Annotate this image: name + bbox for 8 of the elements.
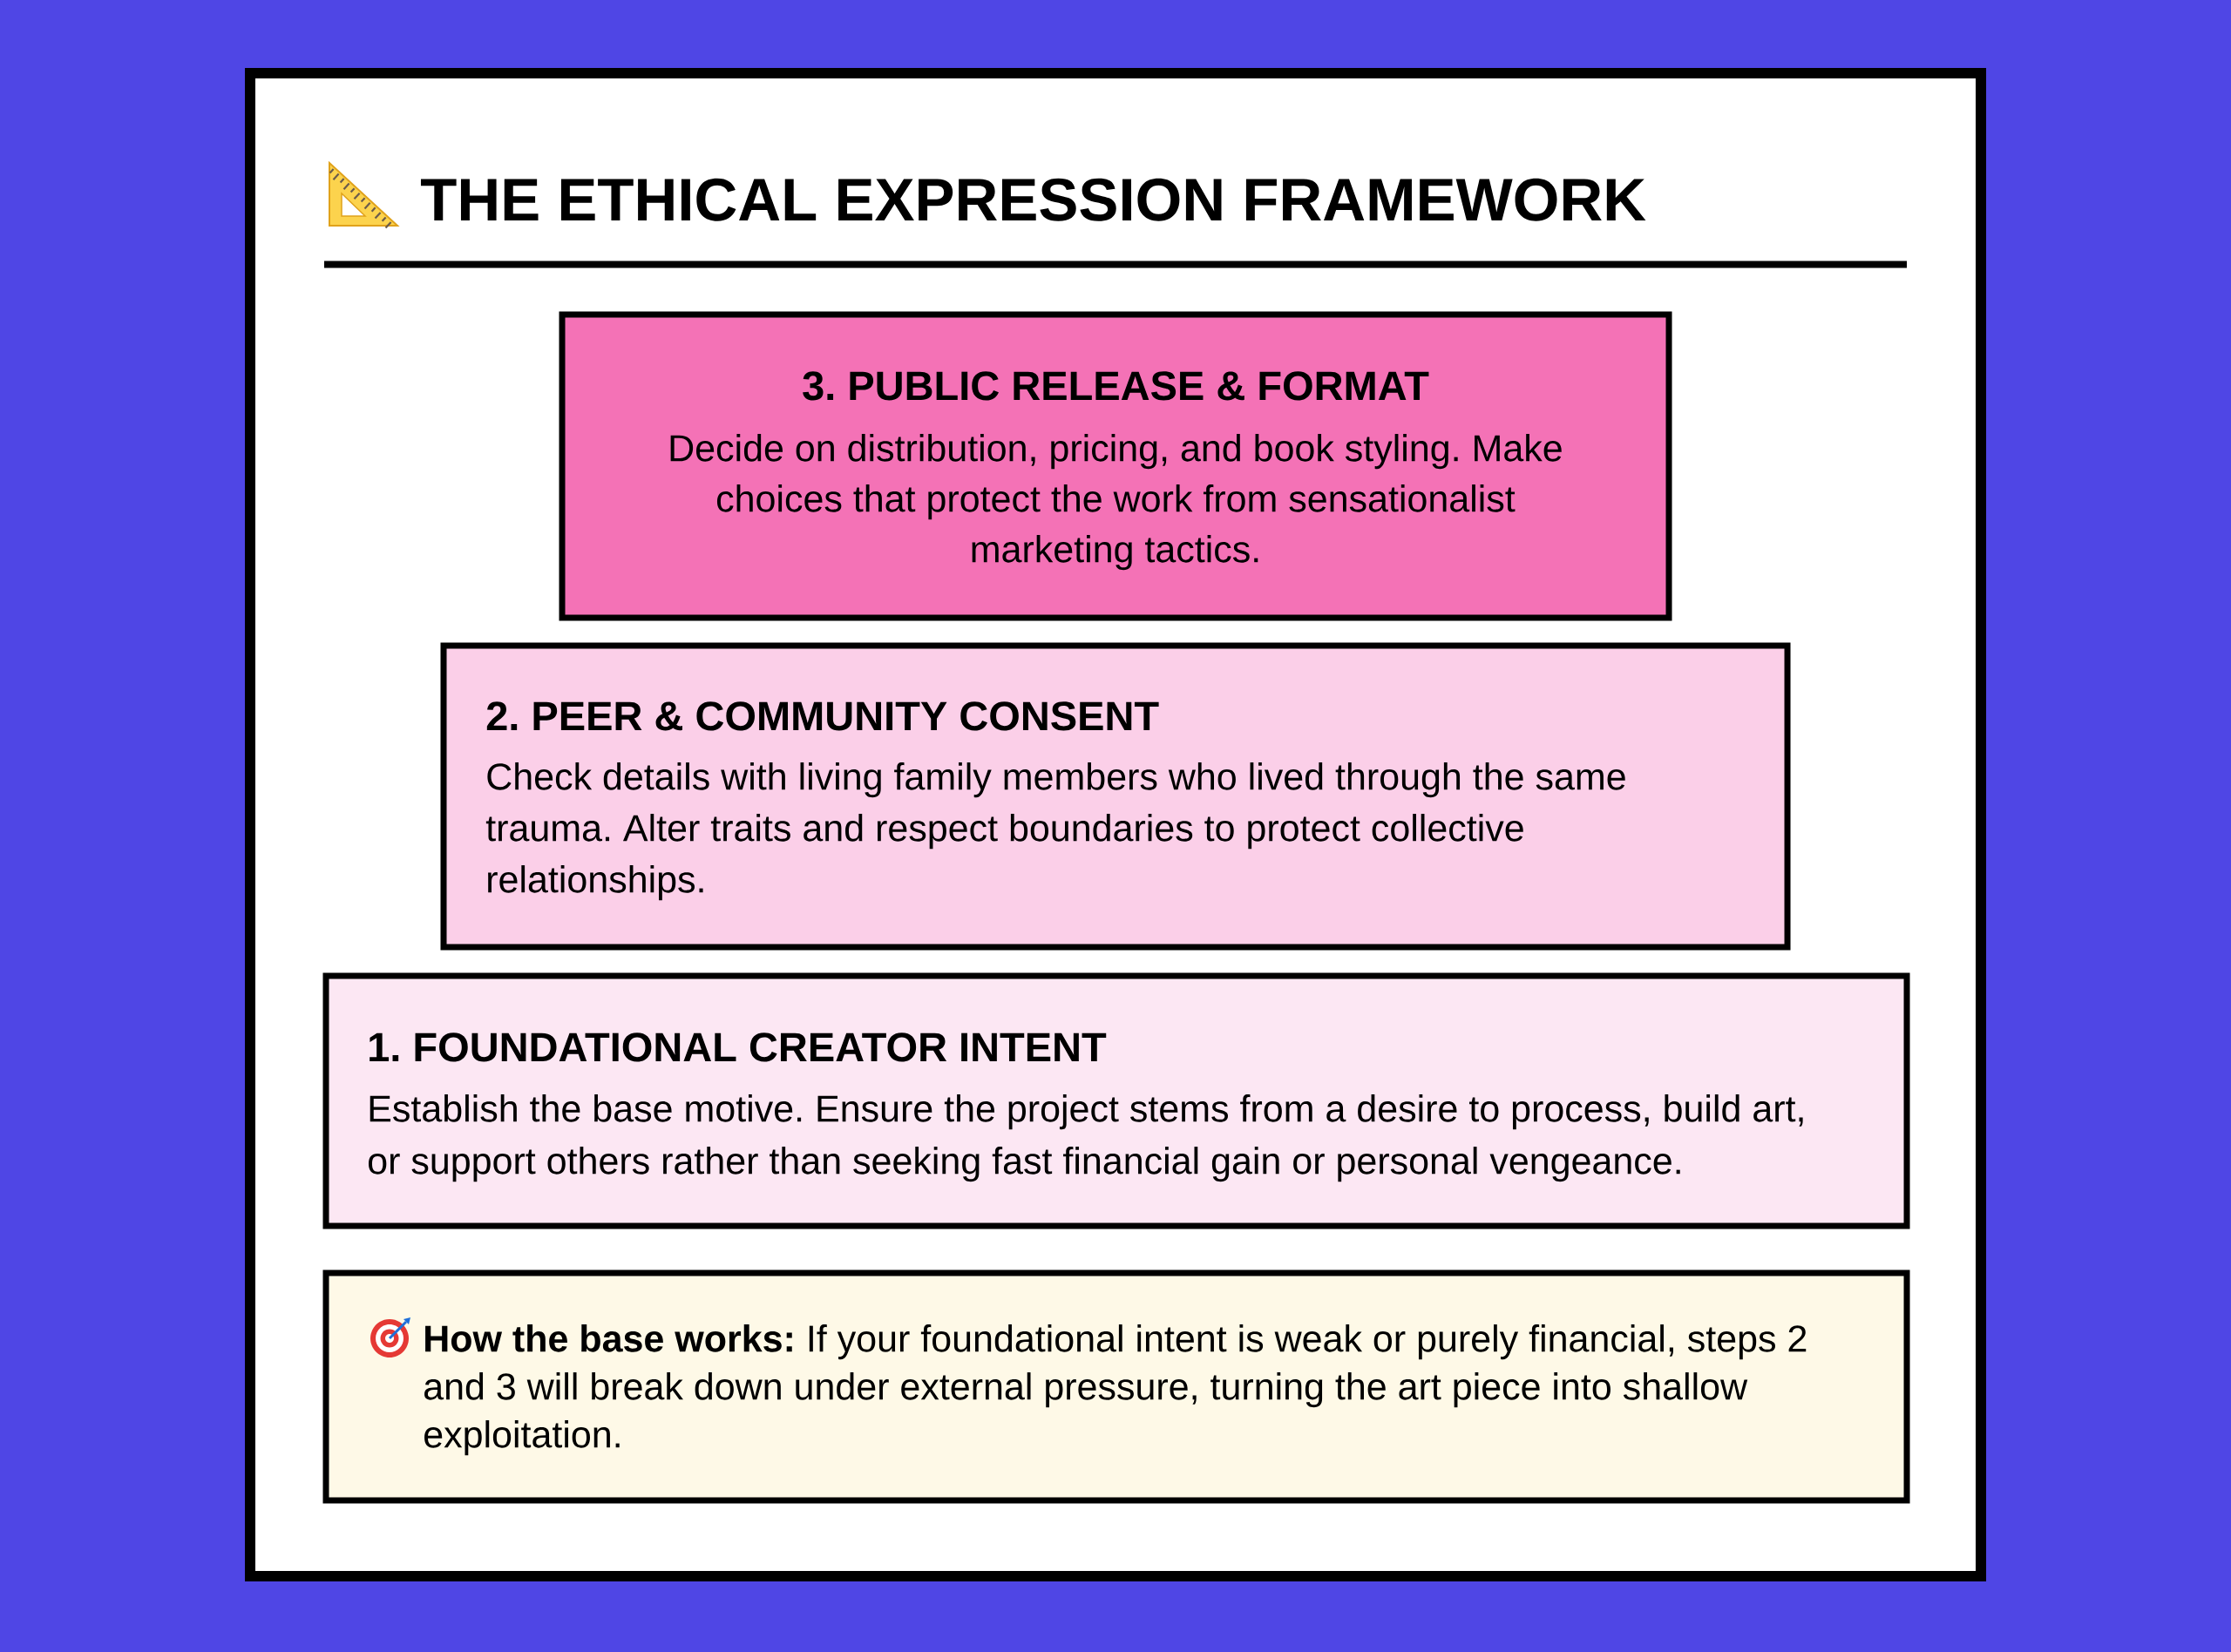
box-heading: 1. FOUNDATIONAL CREATOR INTENT <box>370 1032 1107 1062</box>
box-text: Establish the base motive. Ensure the project stems from a desire to process, build art, or support others rather than seeking fast financial gain or personal vengeance. <box>369 1094 1803 1182</box>
box-text: Decide on distribution, pricing, and book styling. Make choices that protect the work from sensationalist marketing tactics. <box>670 434 1562 571</box>
note-text: How the base works: If your foundational intent is weak or purely financial, steps 2 and 3 will break down under external pressure, turning the art piece into shallow exploitation. <box>424 1324 1807 1456</box>
box-text: Check details with living family members who lived through the same trauma. Alter traits and respect boundaries to protect collective relationships. <box>485 762 1625 901</box>
box-heading: 2. PEER & COMMUNITY CONSENT <box>486 701 1159 731</box>
box-heading: 3. PUBLIC RELEASE & FORMAT <box>803 371 1429 401</box>
title: THE ETHICAL EXPRESSION FRAMEWORK <box>420 178 1646 221</box>
